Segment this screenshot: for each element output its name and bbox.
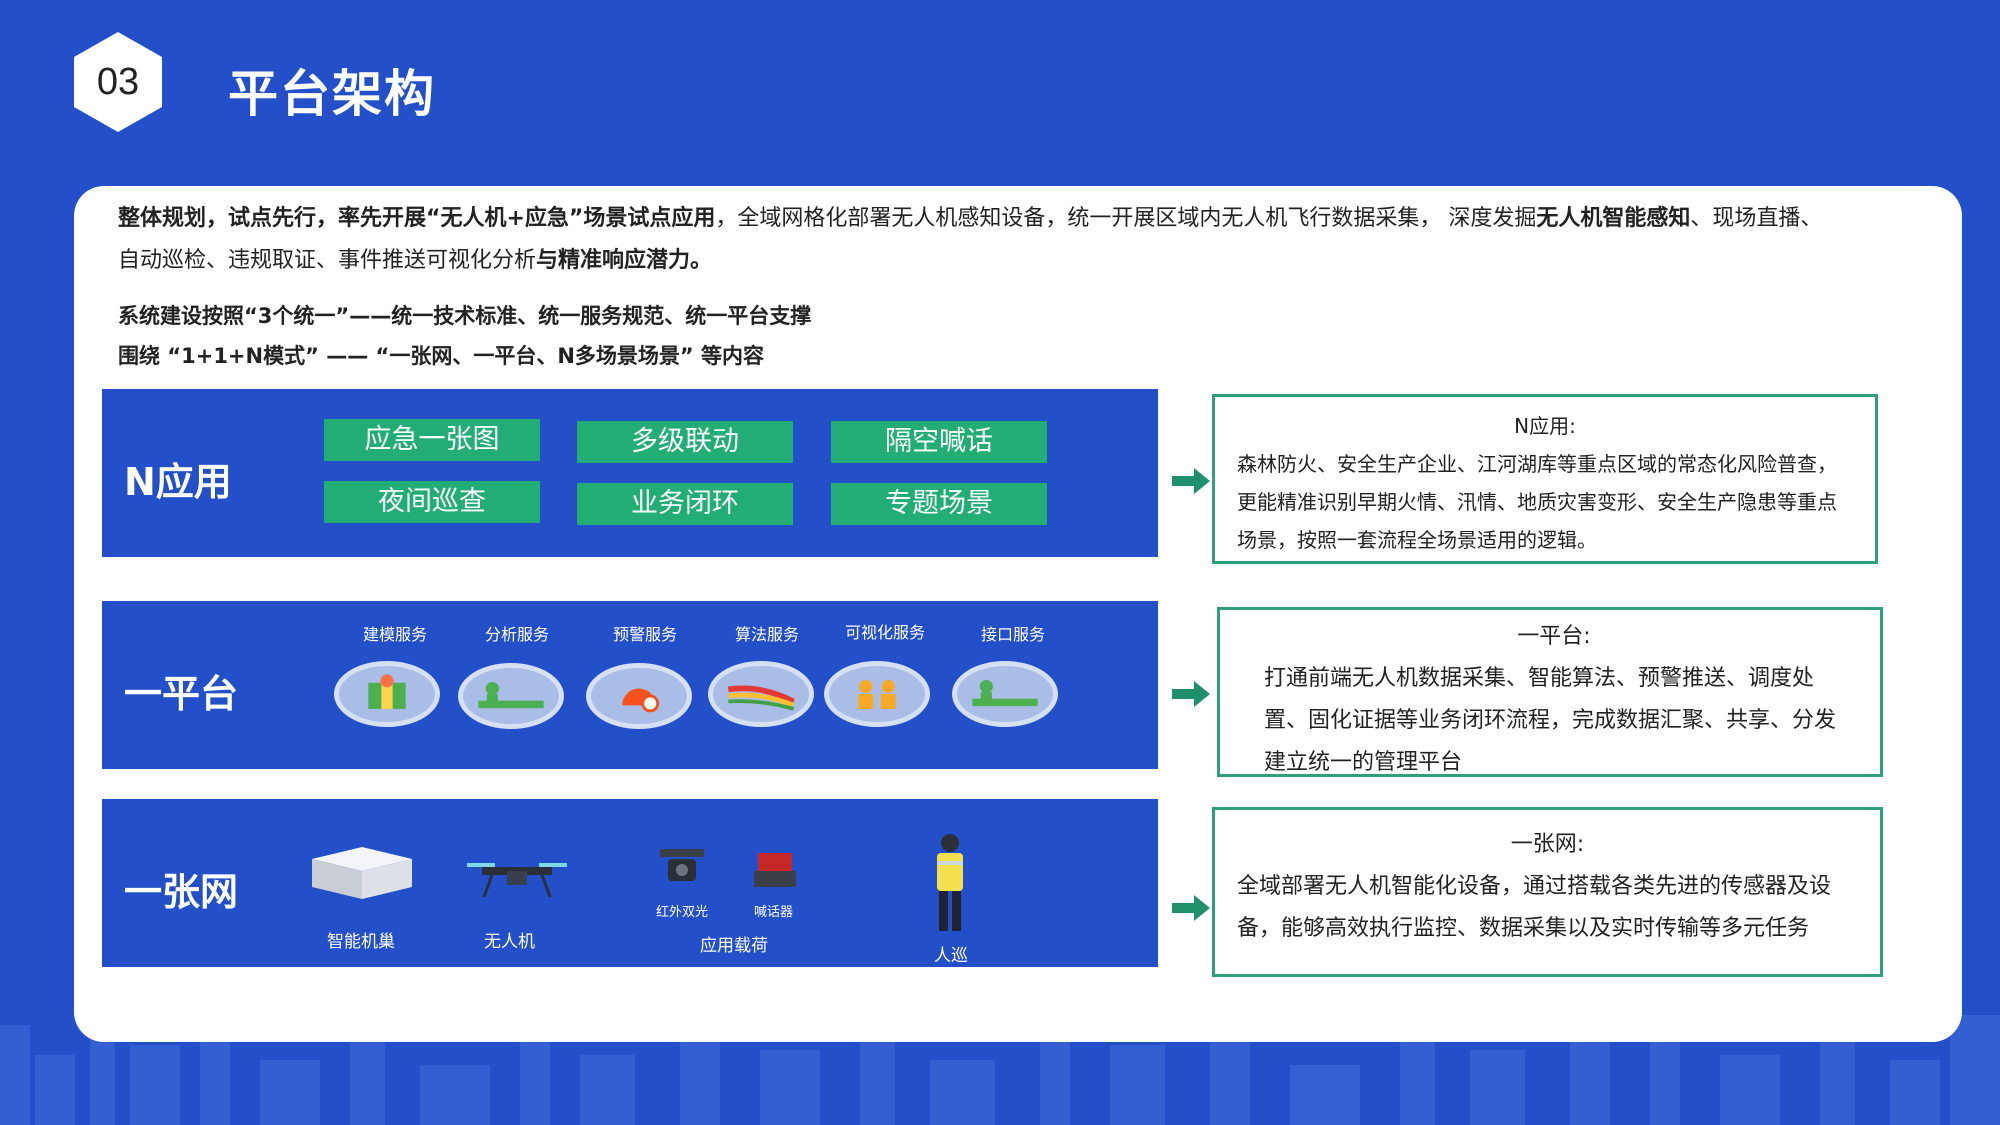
intro-text-2: 、现场直播、自动巡检、违规取证、事件推送可视化分析 (118, 206, 1823, 273)
tag-multi-level-linkage: 多级联动 (577, 421, 793, 463)
arrow-right-icon (1172, 895, 1210, 921)
patrol-officer-icon (937, 834, 963, 931)
desc-heading-network: 一张网: (1510, 832, 1585, 857)
tag-business-loop: 业务闭环 (577, 483, 793, 525)
desc-body-n-app: 森林防火、安全生产企业、江河湖库等重点区域的常态化风险普查，更能精准识别早期火情… (1237, 452, 1837, 552)
layer-platform: 一平台 建模服务 分析服务 预警服务 算法服务 可视化服务 接口服务 (102, 601, 1158, 769)
layer-title-platform: 一平台 (124, 672, 239, 716)
device-label-infrared: 红外双光 (656, 905, 709, 920)
layer-title-network: 一张网 (124, 870, 239, 914)
service-label-interface: 接口服务 (980, 625, 1045, 644)
section-number: 03 (96, 60, 140, 103)
service-label-analysis: 分析服务 (484, 625, 549, 644)
analysis-person-icon (458, 663, 564, 729)
service-label-warning: 预警服务 (612, 625, 677, 644)
layer-n-app: N应用 应急一张图 多级联动 隔空喊话 夜间巡查 业务闭环 专题场景 (102, 389, 1158, 557)
device-label-payload: 应用载荷 (700, 936, 768, 956)
intro-text-1: ，全域网格化部署无人机感知设备，统一开展区域内无人机飞行数据采集， 深度发掘 (715, 206, 1537, 231)
intro-paragraph: 整体规划，试点先行，率先开展“无人机+应急”场景试点应用，全域网格化部署无人机感… (118, 198, 1838, 282)
intro-text: 整体规划，试点先行，率先开展“无人机+应急”场景试点应用，全域网格化部署无人机感… (118, 198, 1838, 376)
layer-title-n-app: N应用 (124, 460, 232, 504)
device-label-speaker: 喊话器 (754, 905, 794, 920)
device-label-patrol: 人巡 (934, 946, 968, 966)
service-label-modeling: 建模服务 (362, 625, 427, 644)
desc-heading-platform: 一平台: (1517, 624, 1591, 649)
intro-bold-2: 无人机智能感知 (1536, 206, 1691, 231)
tag-remote-shouting: 隔空喊话 (831, 421, 1047, 463)
intro-unified-line: 系统建设按照“3个统一”——统一技术标准、统一服务规范、统一平台支撑围绕 “1+… (118, 296, 1838, 376)
layer-network: 一张网 智能机巢 无人机 红外双光 喊话器 应用载荷 人巡 (102, 799, 1158, 967)
arrow-right-icon (1172, 681, 1210, 707)
device-label-nest: 智能机巢 (327, 932, 395, 952)
section-number-badge: 03 (72, 30, 164, 134)
city-skyline-decoration (0, 1005, 2000, 1125)
algorithm-wave-icon (708, 661, 814, 727)
desc-box-n-app: N应用: 森林防火、安全生产企业、江河湖库等重点区域的常态化风险普查，更能精准识… (1212, 394, 1878, 564)
desc-box-platform: 一平台: 打通前端无人机数据采集、智能算法、预警推送、调度处置、固化证据等业务闭… (1217, 607, 1883, 777)
interface-person-icon (952, 661, 1058, 727)
visualization-people-icon (824, 661, 930, 727)
device-label-drone: 无人机 (484, 932, 535, 952)
drone-icon (467, 863, 567, 898)
tag-night-patrol: 夜间巡查 (324, 481, 540, 523)
desc-heading-n-app: N应用: (1514, 414, 1576, 438)
service-label-algorithm: 算法服务 (734, 625, 799, 644)
desc-box-network: 一张网: 全域部署无人机智能化设备，通过搭载各类先进的传感器及设备，能够高效执行… (1212, 807, 1883, 977)
desc-body-platform: 打通前端无人机数据采集、智能算法、预警推送、调度处置、固化证据等业务闭环流程，完… (1264, 666, 1837, 775)
intro-line-2: 系统建设按照“3个统一”——统一技术标准、统一服务规范、统一平台支撑 (118, 304, 812, 328)
infrared-camera-icon (660, 849, 704, 881)
tag-emergency-map: 应急一张图 (324, 419, 540, 461)
intro-line-3: 围绕 “1+1+N模式” —— “一张网、一平台、N多场景场景” 等内容 (118, 344, 765, 368)
desc-body-network: 全域部署无人机智能化设备，通过搭载各类先进的传感器及设备，能够高效执行监控、数据… (1237, 874, 1832, 941)
tag-special-scenario: 专题场景 (831, 483, 1047, 525)
arrow-right-icon (1172, 468, 1210, 494)
speaker-icon (754, 853, 796, 887)
map-icon (334, 661, 440, 727)
warning-alarm-icon (586, 663, 692, 729)
page-title: 平台架构 (228, 65, 436, 123)
intro-bold-1: 整体规划，试点先行，率先开展“无人机+应急”场景试点应用 (118, 206, 716, 231)
hexagon-icon (74, 32, 162, 132)
service-label-visualization: 可视化服务 (844, 623, 925, 642)
smart-nest-icon (312, 847, 412, 899)
intro-bold-3: 与精准响应潜力。 (536, 248, 713, 273)
